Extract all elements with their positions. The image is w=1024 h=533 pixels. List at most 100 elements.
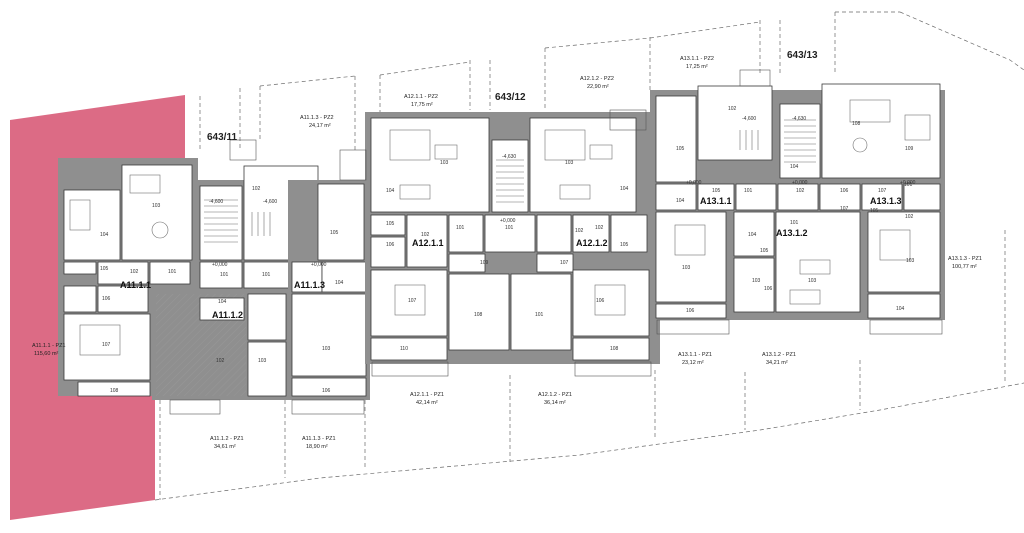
room-number: 103 [752,278,761,284]
room-number: 103 [808,278,817,284]
furniture [69,99,931,356]
room-number: 102 [575,228,584,234]
level-marker: -4,600 [742,116,756,122]
room-number: 106 [840,188,849,194]
unit-label: A11.1.1 [120,280,151,290]
room-number: 104 [896,306,905,312]
room-number: 101 [535,312,544,318]
unit-label: A13.1.2 [776,228,808,238]
room-number: 104 [790,164,799,170]
level-marker: +0,000 [686,180,702,186]
room-number: 107 [560,260,569,266]
room-number: 104 [218,299,227,305]
room-number: 104 [335,280,344,286]
room-number: 104 [620,186,629,192]
room-number: 104 [100,232,109,238]
area-name: A13.1.1 - PZ1 [678,352,712,358]
parcel-label-643-13: 643/13 [787,50,818,61]
area-value: 22,90 m² [587,84,609,90]
room-number: 104 [676,198,685,204]
level-markers: -4,600 -4,600 +0,000 +0,000 +0,000 -4,63… [209,116,916,268]
room-number: 109 [905,146,914,152]
room-number: 105 [712,188,721,194]
room-number: 106 [322,388,331,394]
room-number: 103 [152,203,161,209]
room-number: 101 [904,182,913,188]
room-number: 104 [386,188,395,194]
room-number: 102 [421,232,430,238]
site-boundary [154,11,1024,501]
unit-labels: A11.1.1 A11.1.2 A11.1.3 A12.1.1 A12.1.2 … [120,196,902,320]
terraces [169,69,943,415]
room-number: 106 [386,242,395,248]
room-number: 106 [686,308,695,314]
area-value: 42,14 m² [416,400,438,406]
room-number: 109 [480,260,489,266]
parcel-labels: 643/11 643/12 643/13 [207,50,818,143]
room-number: 107 [840,206,849,212]
area-name: A12.1.2 - PZ1 [538,392,572,398]
area-value: 34,21 m² [766,360,788,366]
unit-label: A12.1.1 [412,238,444,248]
room-number: 104 [748,232,757,238]
room-number: 102 [905,214,914,220]
room-number: 101 [505,225,514,231]
unit-label: A13.1.1 [700,196,732,206]
area-name: A11.1.3 - PZ1 [302,436,336,442]
level-marker: -4,600 [263,199,277,205]
room-number: 107 [102,342,111,348]
room-number: 110 [400,346,408,352]
room-number: 101 [456,225,465,231]
level-marker: -4,630 [792,116,806,122]
room-number: 101 [790,220,799,226]
room-number: 102 [728,106,737,112]
level-marker: +0,000 [311,262,327,268]
room-number: 108 [852,121,861,127]
area-name: A12.1.1 - PZ2 [404,94,438,100]
room-number: 101 [262,272,271,278]
level-marker: -4,600 [209,199,223,205]
room-number: 108 [474,312,483,318]
room-number: 103 [258,358,267,364]
level-marker: +0,000 [500,218,516,224]
room-number: 105 [620,242,629,248]
staircases [204,119,816,243]
level-marker: -4,630 [502,154,516,160]
area-value: 17,25 m² [686,64,708,70]
area-value: 23,12 m² [682,360,704,366]
unit-label: A11.1.3 [294,280,325,290]
room-number: 103 [565,160,574,166]
area-value: 18,90 m² [306,444,328,450]
room-number: 107 [878,188,887,194]
area-name: A13.1.2 - PZ1 [762,352,796,358]
room-number: 108 [610,346,619,352]
unit-label: A13.1.3 [870,196,902,206]
area-value: 24,17 m² [309,123,331,129]
area-value: 34,61 m² [214,444,236,450]
room-number: 102 [216,358,225,364]
room-number: 101 [220,272,229,278]
room-number: 103 [906,258,915,264]
area-labels: A11.1.1 - PZ1 115,60 m² A11.1.2 - PZ1 34… [32,56,982,450]
area-name: A11.1.1 - PZ1 [32,343,66,349]
room-number: 106 [102,296,111,302]
area-name: A13.1.3 - PZ1 [948,256,982,262]
area-name: A11.1.2 - PZ1 [210,436,244,442]
level-marker: +0,000 [900,180,916,186]
room-number: 107 [408,298,417,304]
room-number: 103 [322,346,331,352]
area-value: 17,75 m² [411,102,433,108]
area-value: 115,60 m² [34,351,59,357]
room-number: 105 [330,230,339,236]
room-number: 105 [100,266,109,272]
room-number: 101 [744,188,753,194]
area-name: A12.1.2 - PZ2 [580,76,614,82]
room-number: 101 [168,269,177,275]
room-number: 102 [595,225,604,231]
room-number: 102 [796,188,805,194]
room-number: 105 [676,146,685,152]
area-name: A13.1.1 - PZ2 [680,56,714,62]
room-number: 103 [682,265,691,271]
area-name: A12.1.1 - PZ1 [410,392,444,398]
